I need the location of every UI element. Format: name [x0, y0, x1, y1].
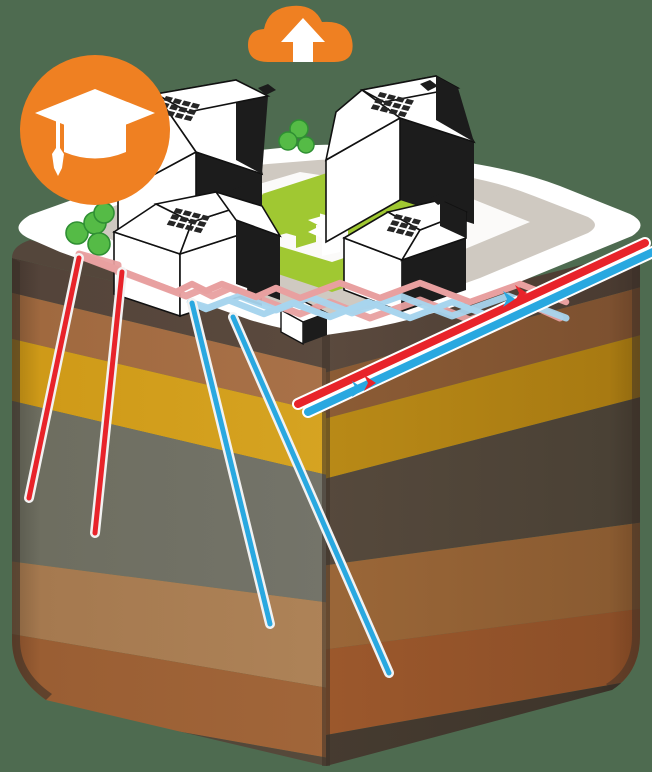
district-mains — [292, 237, 652, 418]
routing-cold-line[interactable] — [186, 296, 560, 324]
ne-gable-dark — [436, 76, 474, 142]
se-gable-dark — [440, 200, 466, 238]
stratum-clay-marl-right — [326, 392, 640, 566]
stratum-subsoil-left — [12, 290, 326, 416]
network-connectors — [352, 285, 527, 397]
district-main-cold[interactable] — [304, 247, 652, 416]
tree-icon — [289, 119, 309, 139]
sw-east-roof — [213, 190, 282, 238]
stratum-bedrock-right — [326, 606, 640, 736]
ne-solar-panels — [370, 92, 414, 118]
routing-hot-line[interactable] — [75, 251, 570, 306]
stratum-label-sand-gravel: Sand & gravel — [8, 80, 65, 90]
nw-gable-dark — [236, 80, 268, 174]
figure-subtitle: Isometric cross-section of an urban bloc… — [8, 18, 417, 28]
sw-solar-panels — [166, 208, 210, 234]
cloud-upload-arrow-icon — [281, 18, 325, 62]
tree-icon — [87, 232, 111, 256]
stratum-bedrock-left — [12, 632, 326, 760]
stratum-sand-gravel-left — [12, 336, 326, 478]
block-edge-left — [12, 258, 52, 700]
tree-icon — [93, 202, 115, 224]
district-main-hot[interactable] — [294, 239, 649, 408]
block-corner-edge — [322, 330, 330, 766]
block-edge-right — [606, 250, 640, 690]
stratum-subsoil-right — [326, 282, 640, 420]
graduation-cap-body-icon — [64, 123, 126, 159]
stratum-label-bedrock: Bedrock — [8, 116, 42, 126]
substation-label: Energy substation — [8, 128, 80, 138]
borehole-cold-1[interactable] — [189, 300, 273, 627]
nw-chimney — [258, 84, 276, 95]
legend-cold-label: Cold return — [8, 44, 53, 54]
substation-right — [303, 313, 327, 344]
borehole-hot-1[interactable] — [26, 255, 82, 501]
stratum-label-subsoil: Subsoil — [8, 68, 38, 78]
tree-icon — [297, 136, 315, 154]
building-north-east[interactable] — [324, 75, 476, 244]
figure-title: Geothermal district energy neighbourhood… — [8, 6, 234, 17]
tree-cluster-north — [278, 119, 315, 154]
sw-east-wall-dark — [236, 220, 280, 300]
borehole-cold-2[interactable] — [230, 314, 392, 676]
stratum-sandstone-left — [12, 560, 326, 690]
boreholes — [24, 253, 394, 678]
se-solar-panels — [386, 214, 421, 237]
stratum-label-clay-marl: Clay / marl — [8, 92, 51, 102]
stratum-label-sandstone: Sandstone — [8, 104, 51, 114]
borehole-hot-2[interactable] — [92, 269, 125, 536]
connector-arrow-2[interactable] — [503, 285, 527, 307]
se-chimney — [430, 194, 448, 205]
cloud-upload-badge[interactable] — [248, 5, 353, 63]
education-badge[interactable] — [20, 55, 170, 205]
stratum-sand-gravel-right — [326, 330, 640, 480]
tree-icon — [65, 221, 89, 245]
ne-wall-dark — [400, 118, 474, 224]
ne-chimney — [420, 80, 438, 91]
connector-arrow-1[interactable] — [352, 375, 376, 397]
tree-cluster-west — [65, 202, 115, 256]
tree-icon — [278, 131, 298, 151]
sw-chimney — [232, 186, 250, 197]
graduation-cap-tassel-icon — [52, 113, 64, 176]
stratum-sandstone-right — [326, 520, 640, 650]
stratum-label-topsoil: Topsoil — [8, 56, 36, 66]
legend-hot-label: Hot supply — [8, 32, 51, 42]
surface-routing — [75, 251, 570, 324]
